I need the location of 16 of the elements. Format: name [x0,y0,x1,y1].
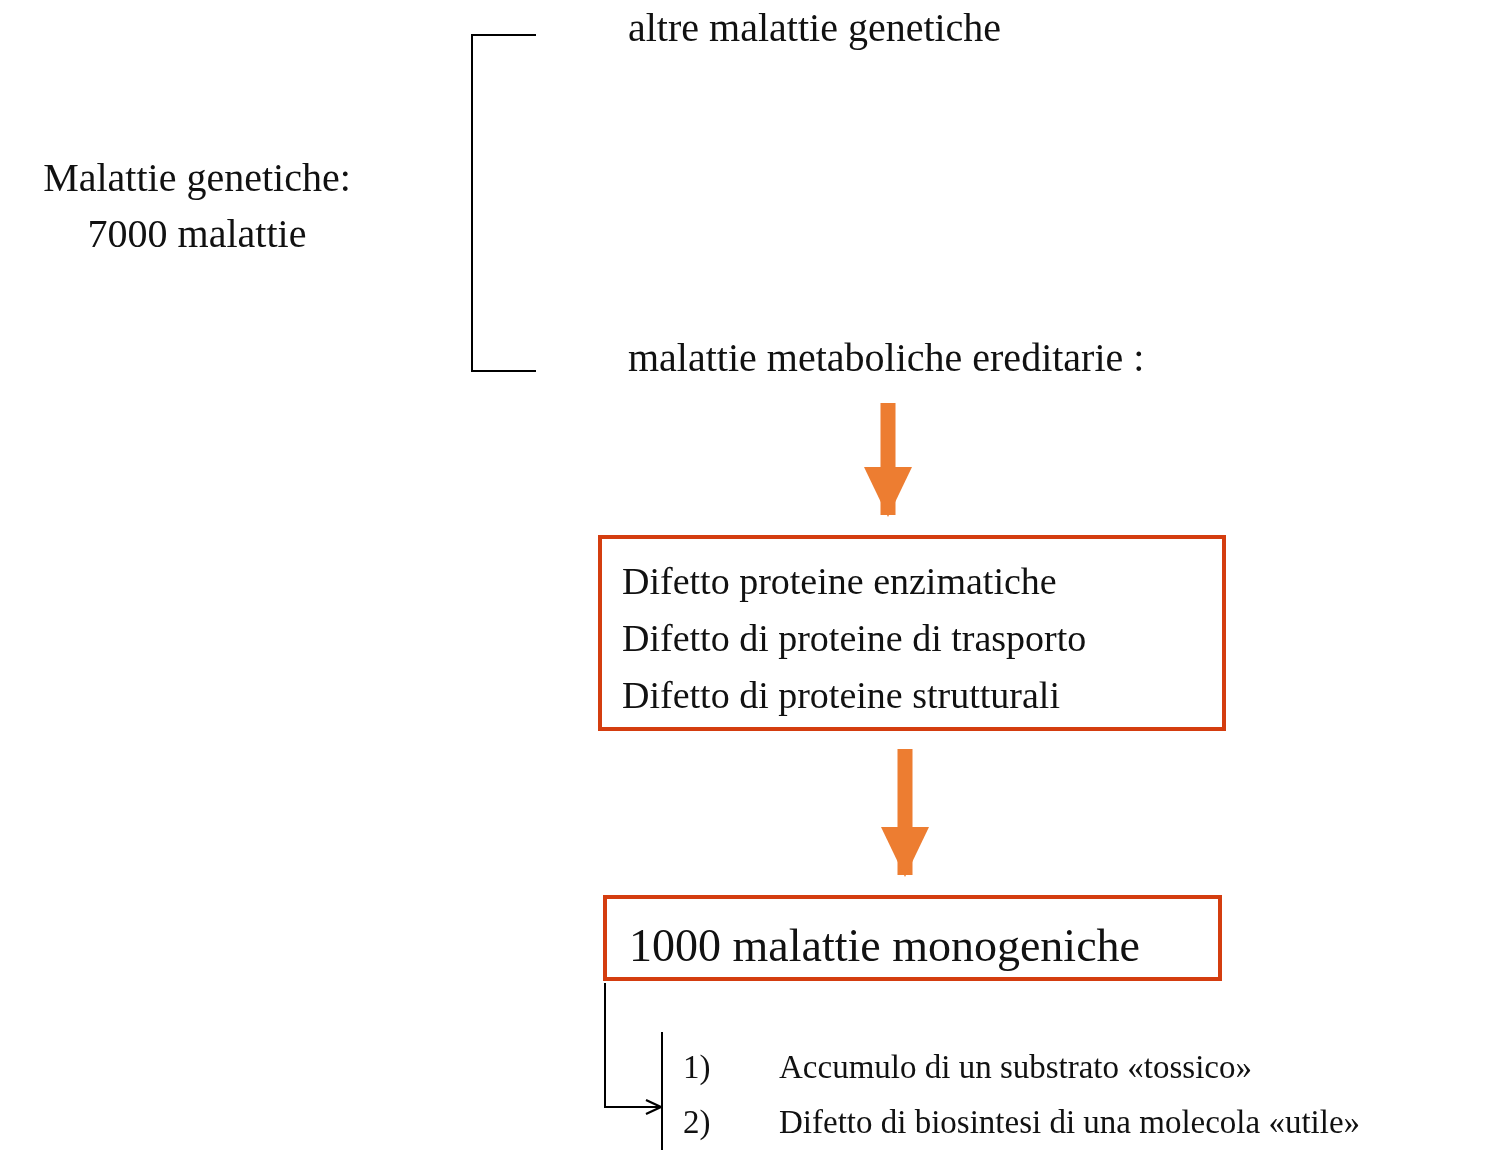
text-label: Difetto di proteine strutturali [622,673,1061,718]
text-label: 1000 malattie monogeniche [629,919,1141,973]
list-item: Difetto di biosintesi di una molecola «utile» [779,1103,1362,1142]
text-label: malattie metaboliche ereditarie : [628,334,1146,382]
arrow [864,403,912,517]
process-box [603,895,1222,981]
process-box [598,535,1226,731]
list-item: Accumulo di un substrato «tossico» [779,1048,1253,1087]
text-label: Difetto proteine enzimatiche [622,559,1058,604]
list-number: 2) [683,1103,712,1142]
text-label: Malattie genetiche: 7000 malattie [42,154,352,258]
arrow [881,749,929,877]
list-number: 1) [683,1048,712,1087]
elbow-arrow [604,982,663,1116]
text-label: Difetto di proteine di trasporto [622,616,1088,661]
text-label: altre malattie genetiche [628,4,1003,52]
